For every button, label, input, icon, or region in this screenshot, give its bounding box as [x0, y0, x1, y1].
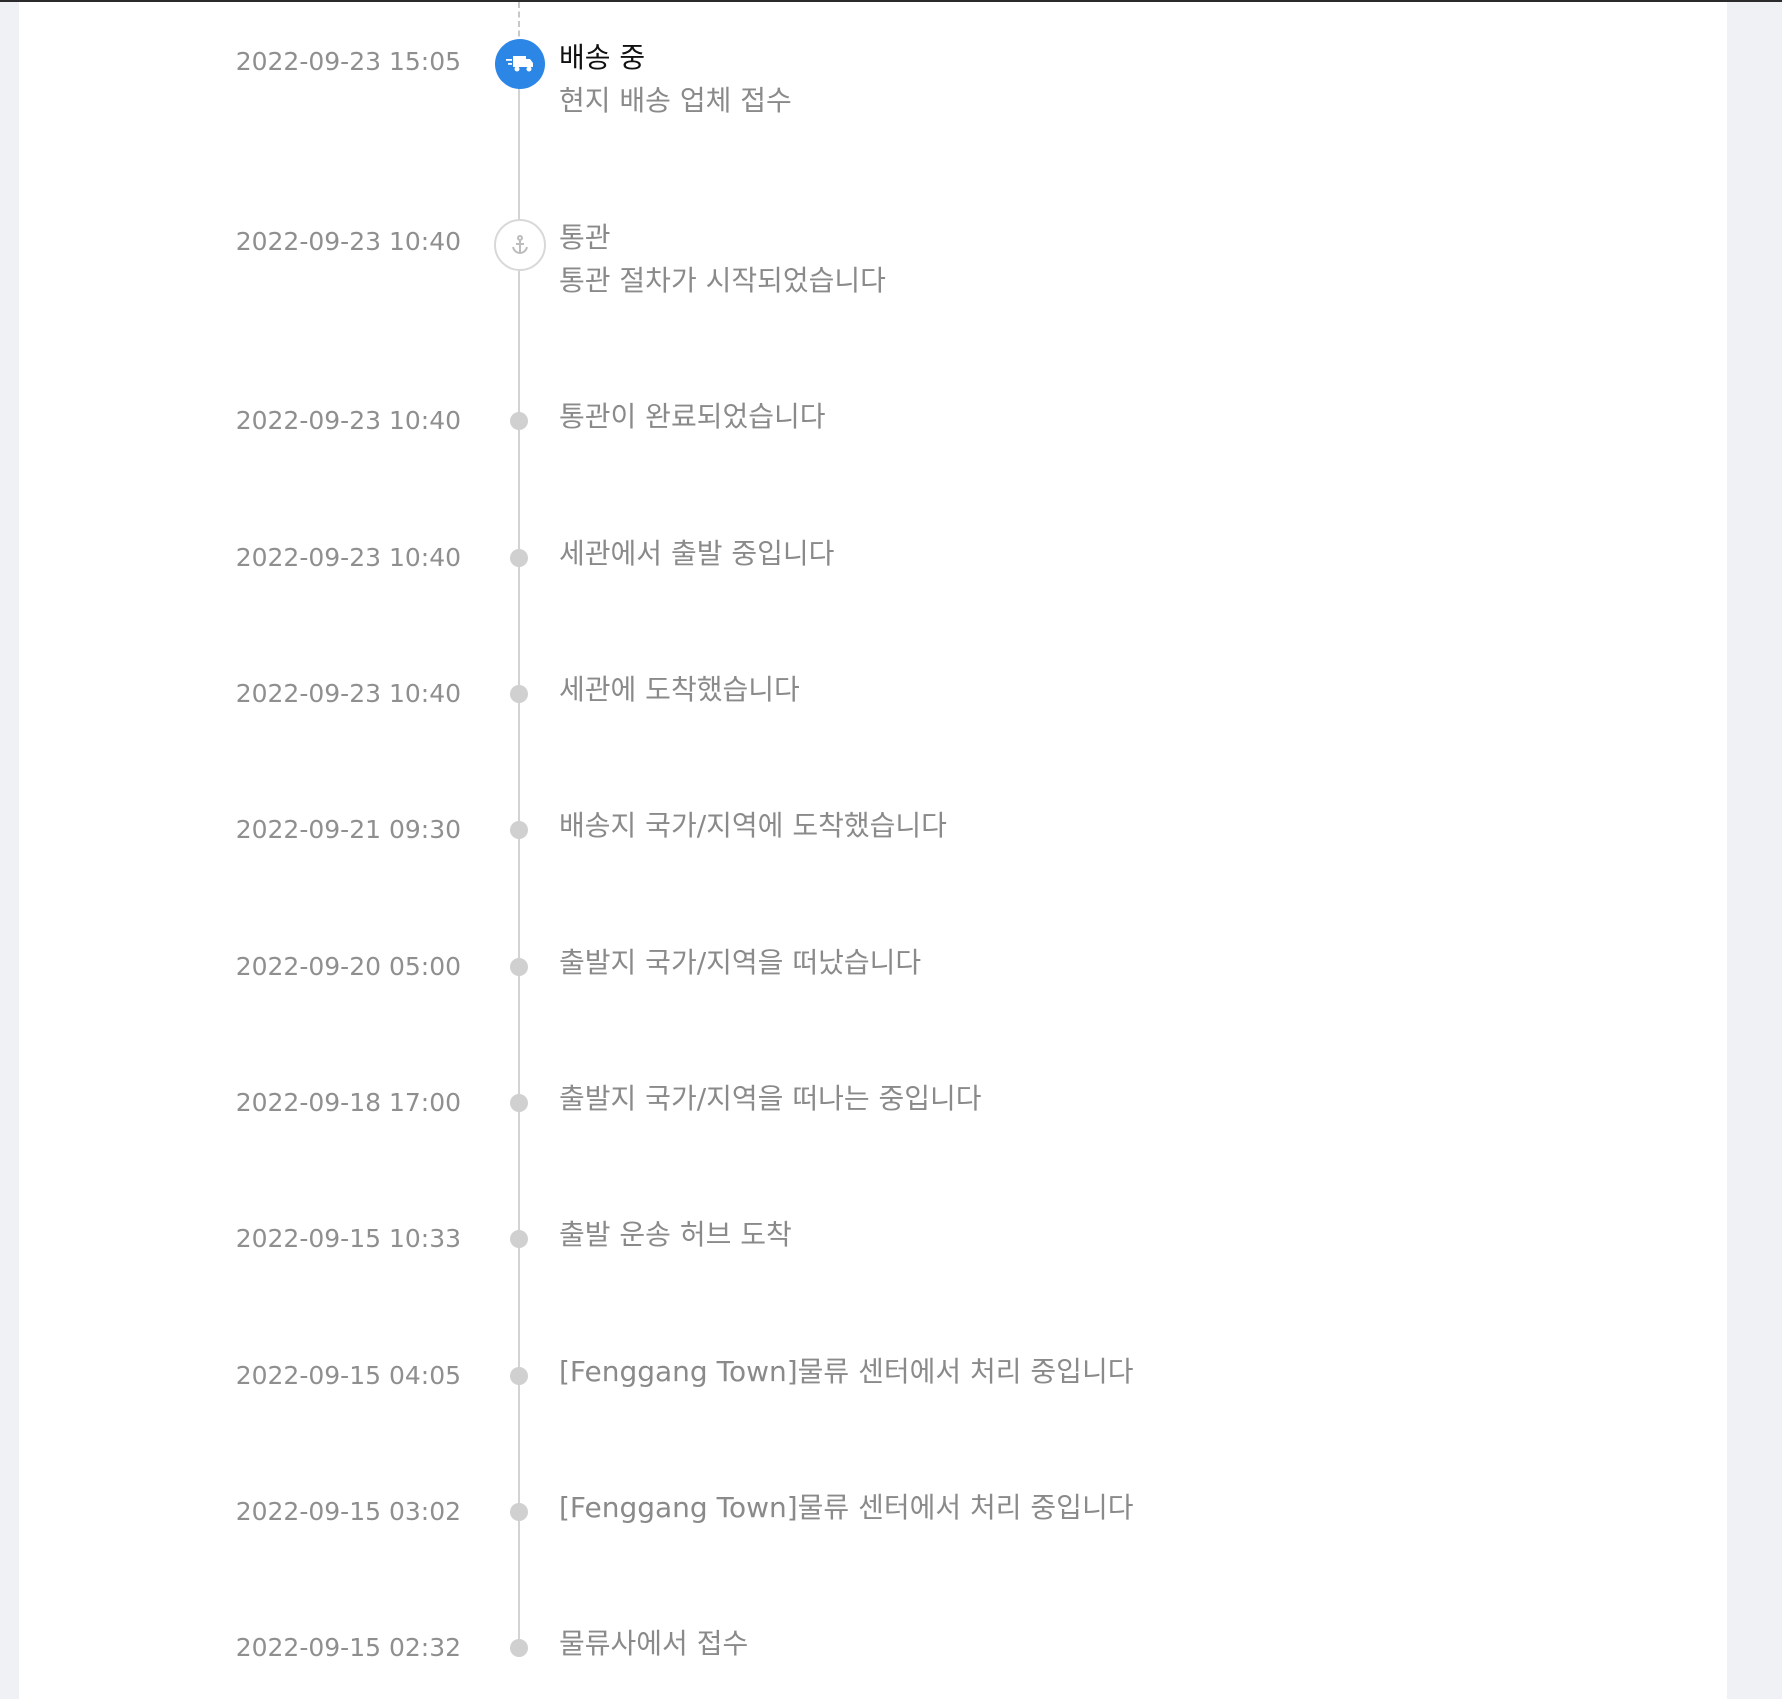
timeline-dot-icon — [510, 1639, 528, 1657]
timeline-dot-icon — [510, 1503, 528, 1521]
event-detail: 통관이 완료되었습니다 — [559, 400, 826, 433]
event-detail: [Fenggang Town]물류 센터에서 처리 중입니다 — [559, 1355, 1134, 1388]
event-time: 2022-09-23 10:40 — [235, 679, 461, 708]
event-time: 2022-09-15 04:05 — [235, 1361, 461, 1390]
anchor-icon — [494, 219, 546, 271]
timeline-dot-icon — [510, 1367, 528, 1385]
timeline-dot-icon — [510, 958, 528, 976]
timeline-dashed-connector — [518, 2, 520, 46]
tracking-event: 2022-09-15 10:33 출발 운송 허브 도착 — [0, 1218, 1782, 1284]
event-detail: 출발지 국가/지역을 떠나는 중입니다 — [559, 1082, 982, 1115]
tracking-event: 2022-09-18 17:00 출발지 국가/지역을 떠나는 중입니다 — [0, 1082, 1782, 1148]
timeline-dot-icon — [510, 1230, 528, 1248]
event-detail: 세관에 도착했습니다 — [559, 673, 800, 706]
delivery-truck-icon — [495, 39, 545, 89]
top-divider — [0, 0, 1782, 2]
tracking-event: 2022-09-20 05:00 출발지 국가/지역을 떠났습니다 — [0, 946, 1782, 1012]
timeline-dot-icon — [510, 821, 528, 839]
event-time: 2022-09-23 10:40 — [235, 406, 461, 435]
tracking-event: 2022-09-15 04:05 [Fenggang Town]물류 센터에서 … — [0, 1355, 1782, 1421]
tracking-event: 2022-09-23 10:40 세관에 도착했습니다 — [0, 673, 1782, 739]
event-detail: [Fenggang Town]물류 센터에서 처리 중입니다 — [559, 1491, 1134, 1524]
timeline-dot-icon — [510, 1094, 528, 1112]
event-detail: 배송지 국가/지역에 도착했습니다 — [559, 809, 947, 842]
event-time: 2022-09-15 10:33 — [235, 1224, 461, 1253]
event-time: 2022-09-15 02:32 — [235, 1633, 461, 1662]
event-detail: 통관 절차가 시작되었습니다 — [559, 264, 886, 297]
event-time: 2022-09-20 05:00 — [235, 952, 461, 981]
event-detail: 출발 운송 허브 도착 — [559, 1218, 792, 1251]
event-time: 2022-09-23 15:05 — [235, 47, 461, 76]
event-time: 2022-09-23 10:40 — [235, 227, 461, 256]
tracking-event: 2022-09-23 15:05 배송 중 현지 배송 업체 접수 — [0, 39, 1782, 117]
event-time: 2022-09-15 03:02 — [235, 1497, 461, 1526]
tracking-event: 2022-09-15 02:32 물류사에서 접수 — [0, 1627, 1782, 1693]
event-status: 배송 중 — [559, 41, 646, 74]
timeline-dot-icon — [510, 685, 528, 703]
timeline-line — [518, 72, 520, 1642]
event-detail: 물류사에서 접수 — [559, 1627, 749, 1660]
tracking-panel — [19, 2, 1727, 1699]
event-time: 2022-09-18 17:00 — [235, 1088, 461, 1117]
tracking-event: 2022-09-15 03:02 [Fenggang Town]물류 센터에서 … — [0, 1491, 1782, 1557]
tracking-event: 2022-09-23 10:40 통관이 완료되었습니다 — [0, 400, 1782, 466]
event-detail: 세관에서 출발 중입니다 — [559, 537, 835, 570]
event-detail: 출발지 국가/지역을 떠났습니다 — [559, 946, 922, 979]
tracking-event: 2022-09-23 10:40 통관 통관 절차가 시작되었습니다 — [0, 219, 1782, 297]
tracking-event: 2022-09-23 10:40 세관에서 출발 중입니다 — [0, 537, 1782, 603]
timeline-dot-icon — [510, 412, 528, 430]
event-time: 2022-09-23 10:40 — [235, 543, 461, 572]
event-time: 2022-09-21 09:30 — [235, 815, 461, 844]
event-status: 통관 — [559, 221, 611, 254]
event-detail: 현지 배송 업체 접수 — [559, 84, 792, 117]
timeline-dot-icon — [510, 549, 528, 567]
tracking-event: 2022-09-21 09:30 배송지 국가/지역에 도착했습니다 — [0, 809, 1782, 875]
